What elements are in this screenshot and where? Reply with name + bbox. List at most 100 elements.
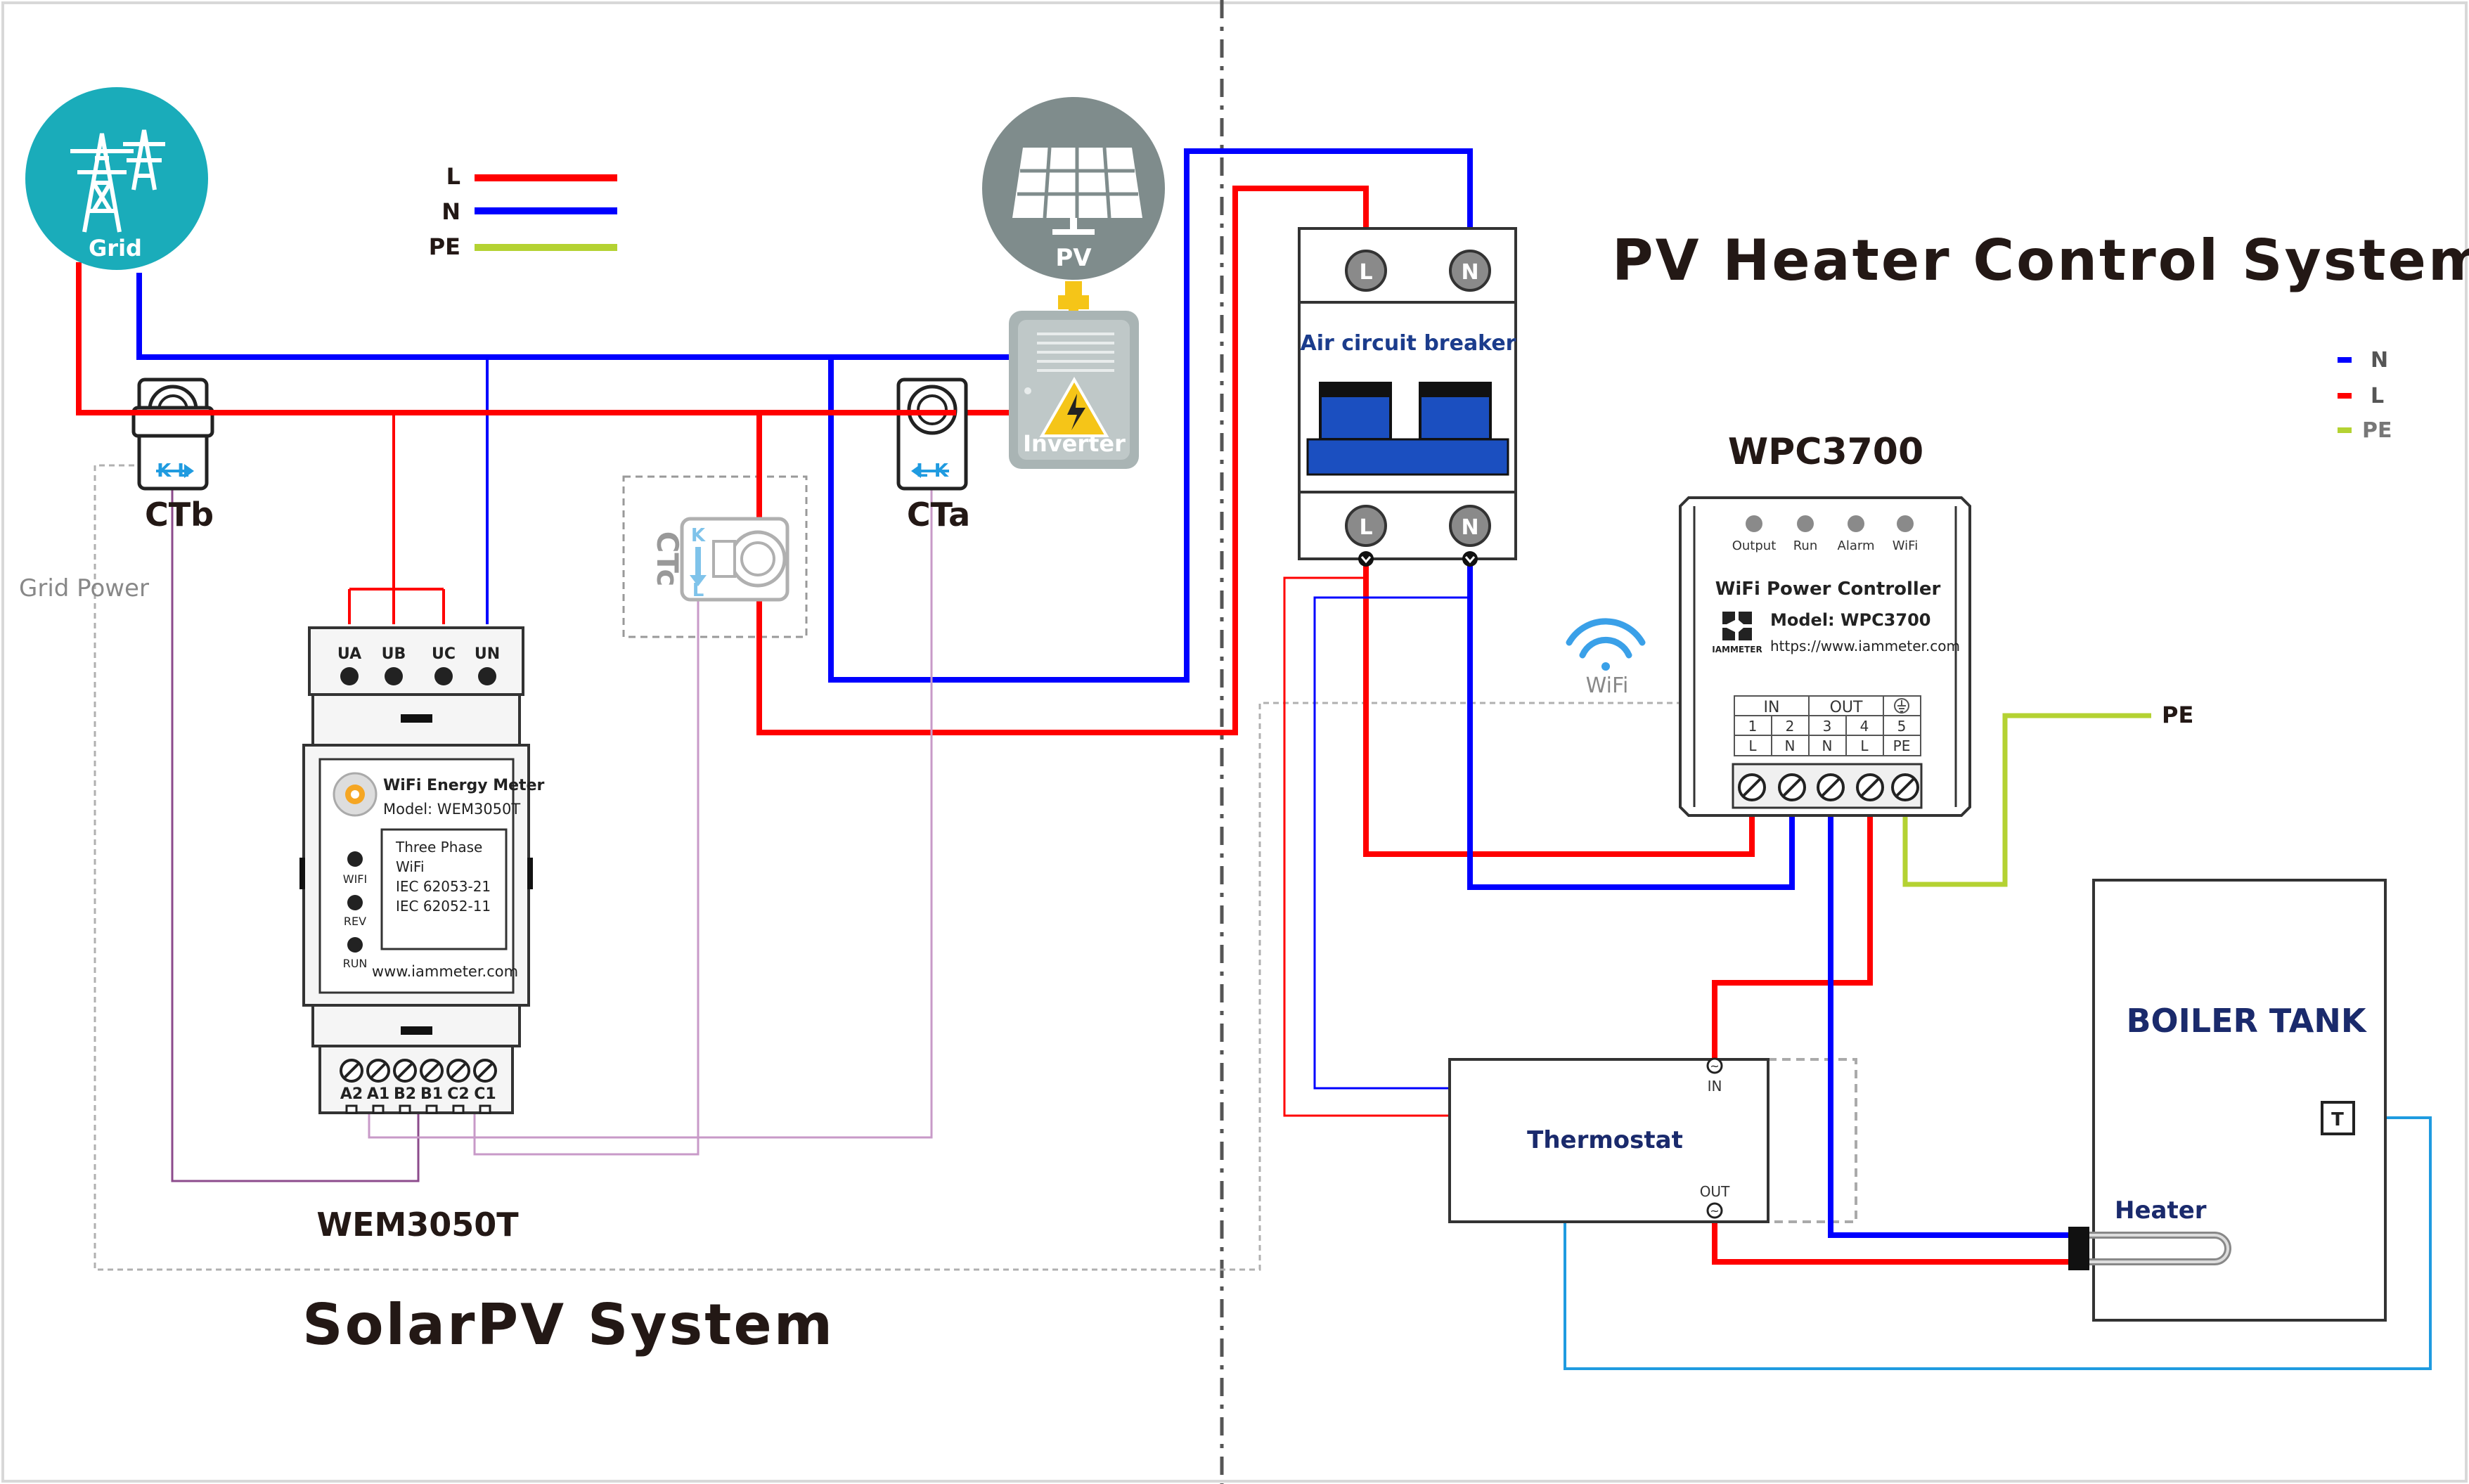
high-voltage-icon: [1039, 376, 1109, 437]
wire-pe: [1902, 713, 2151, 887]
wire-ctc: [473, 601, 700, 1156]
wire-ctb: [171, 489, 420, 1182]
grid-circle: [25, 87, 208, 270]
ctc-k-label: K: [691, 525, 706, 546]
pv-node: PV: [982, 97, 1165, 318]
wire-l-grid: [76, 262, 1009, 415]
breaker-top-terminal-n: N: [1461, 260, 1478, 285]
legend-right-pe-label: PE: [2362, 418, 2392, 443]
meter-led-run: [347, 937, 363, 953]
legend-left-l-label: L: [446, 163, 460, 190]
wpc-terminal-table: [1734, 695, 1921, 756]
breaker-top-terminal-l: L: [1359, 260, 1372, 285]
ctc-boundary: [622, 475, 808, 638]
breaker-label: Air circuit breaker: [1301, 331, 1516, 356]
ctb-sensor: K L CTb: [79, 378, 267, 534]
wpc-title: WiFi Power Controller: [1715, 579, 1941, 600]
wpc-brand: IAMMETER: [1712, 645, 1762, 654]
meter-website: www.iammeter.com: [372, 963, 518, 980]
meter-top-terminal-ua: UA: [337, 645, 361, 663]
wpc-model-line: Model: WPC3700: [1770, 610, 1930, 630]
grid-power-label: Grid Power: [19, 574, 149, 602]
legend-left-pe-label: PE: [429, 233, 460, 260]
wire-cta: [368, 489, 933, 1139]
meter-spec-line-4: IEC 62052-11: [396, 898, 491, 915]
power-controller: WPC3700 Output Run Alarm WiFi WiFi Power…: [1679, 431, 1971, 817]
meter-caption: WEM3050T: [316, 1206, 519, 1244]
wire-temp-sensor: [1564, 1116, 2432, 1370]
meter-bottom-terminal-b1: B1: [420, 1085, 443, 1103]
meter-spec-line-3: IEC 62053-21: [396, 878, 491, 895]
inverter-label: Inverter: [1023, 430, 1126, 457]
wire-n-thermostat-thin: [1313, 596, 1470, 1090]
wpc-table-num-5: 5: [1897, 718, 1907, 735]
ground-symbol-icon: [1894, 698, 1909, 714]
meter-bottom-terminal-a1: A1: [367, 1085, 389, 1103]
boiler-label: BOILER TANK: [2126, 1002, 2367, 1040]
ctb-arrow-icon: [156, 464, 194, 478]
wpc-table-num-1: 1: [1748, 718, 1758, 735]
legend-right-n-label: N: [2371, 348, 2388, 373]
thermostat-out-label: OUT: [1700, 1183, 1730, 1200]
cta-arrow-icon: [911, 464, 949, 478]
pv-connector-icon: [1058, 281, 1089, 318]
wire-l-breaker-wpc: [1363, 559, 1755, 857]
wpc-table-num-3: 3: [1823, 718, 1832, 735]
meter-bottom-terminal-c2: C2: [447, 1085, 469, 1103]
breaker-bottom-terminal-n: N: [1461, 515, 1478, 540]
wire-l-wpc-thermostat: [1712, 787, 1873, 1066]
wire-n-breaker-wpc: [1467, 559, 1795, 890]
ctc-l-label: L: [692, 580, 704, 601]
grid-power-boundary: [94, 464, 1687, 1271]
wpc-led-alarm-label: Alarm: [1838, 538, 1875, 553]
wpc-led-run-label: Run: [1793, 538, 1818, 553]
meter-bottom-terminal-c1: C1: [474, 1085, 496, 1103]
wpc-led-output-label: Output: [1732, 538, 1777, 553]
ctc-arrow-icon: [690, 547, 707, 586]
wpc-table-out: OUT: [1830, 699, 1863, 716]
page-title: PV Heater Control System: [1612, 228, 2469, 293]
legend-left: L N PE: [429, 163, 617, 260]
wpc-caption: WPC3700: [1728, 431, 1923, 473]
wire-n-to-breaker: [828, 148, 1473, 683]
meter-spec-line-2: WiFi: [396, 858, 425, 875]
wire-l-meter: [348, 413, 445, 624]
wifi-signal-icon: [1566, 618, 1646, 671]
wire-l-to-breaker: [756, 186, 1369, 735]
solar-section-title: SolarPV System: [302, 1292, 834, 1357]
thermostat-link-dashed: [1768, 1058, 1857, 1223]
wpc-table-name-5: PE: [1893, 737, 1911, 754]
meter-top-terminal-ub: UB: [382, 645, 406, 663]
wpc-led-wifi-label: WiFi: [1893, 538, 1918, 553]
inverter-vent-icon: [1037, 333, 1114, 372]
meter-led-wifi: [347, 851, 363, 867]
meter-led-rev-label: REV: [344, 915, 366, 928]
grid-label: Grid: [89, 235, 142, 262]
breaker-bottom-terminal-l: L: [1359, 515, 1372, 540]
ctc-label: CTc: [650, 531, 685, 587]
meter-led-run-label: RUN: [343, 957, 368, 970]
solar-panel-icon: [1012, 147, 1142, 235]
temp-sensor: [2321, 1101, 2355, 1135]
transmission-tower-icon: [70, 129, 165, 233]
wpc-url: https://www.iammeter.com: [1770, 638, 1960, 654]
thermostat-label: Thermostat: [1527, 1126, 1683, 1154]
iammeter-logo-icon: [1722, 612, 1752, 640]
meter-bottom-terminal-b2: B2: [394, 1085, 416, 1103]
cta-sensor: L K CTa: [865, 378, 970, 534]
thermostat-in-label: IN: [1708, 1078, 1722, 1095]
cta-label: CTa: [907, 496, 970, 534]
meter-spec-line-1: Three Phase: [395, 839, 482, 856]
meter-led-wifi-label: WIFI: [343, 872, 367, 886]
wifi-label: WiFi: [1586, 673, 1629, 698]
wire-n-wpc-heater: [1828, 787, 2074, 1238]
wpc-table-num-2: 2: [1786, 718, 1795, 735]
legend-right: N L PE: [2338, 348, 2392, 443]
wpc-led-run: [1797, 515, 1814, 532]
heater-label: Heater: [2115, 1196, 2207, 1225]
legend-left-n-label: N: [441, 198, 460, 225]
heater-flange: [2068, 1227, 2089, 1270]
wpc-led-output: [1746, 515, 1762, 532]
svg-text:~: ~: [1710, 1204, 1719, 1218]
